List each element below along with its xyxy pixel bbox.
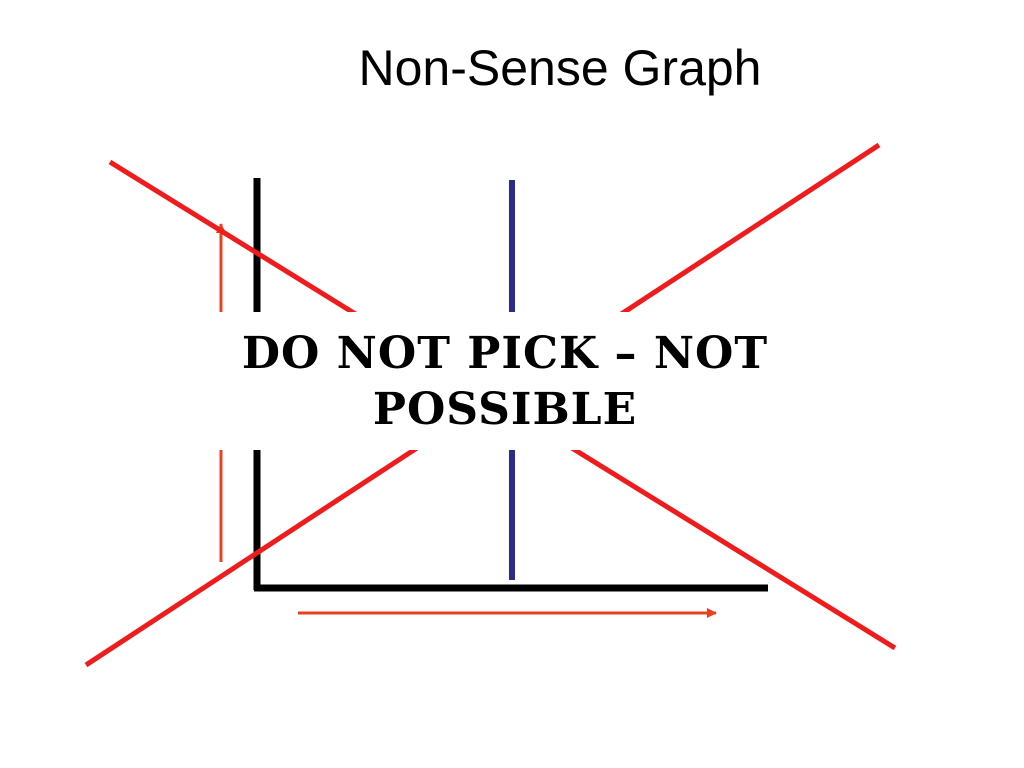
slide-title: Non-Sense Graph	[358, 40, 762, 96]
warning-background	[200, 312, 810, 450]
warning-text: DO NOT PICK – NOT POSSIBLE	[241, 328, 769, 435]
